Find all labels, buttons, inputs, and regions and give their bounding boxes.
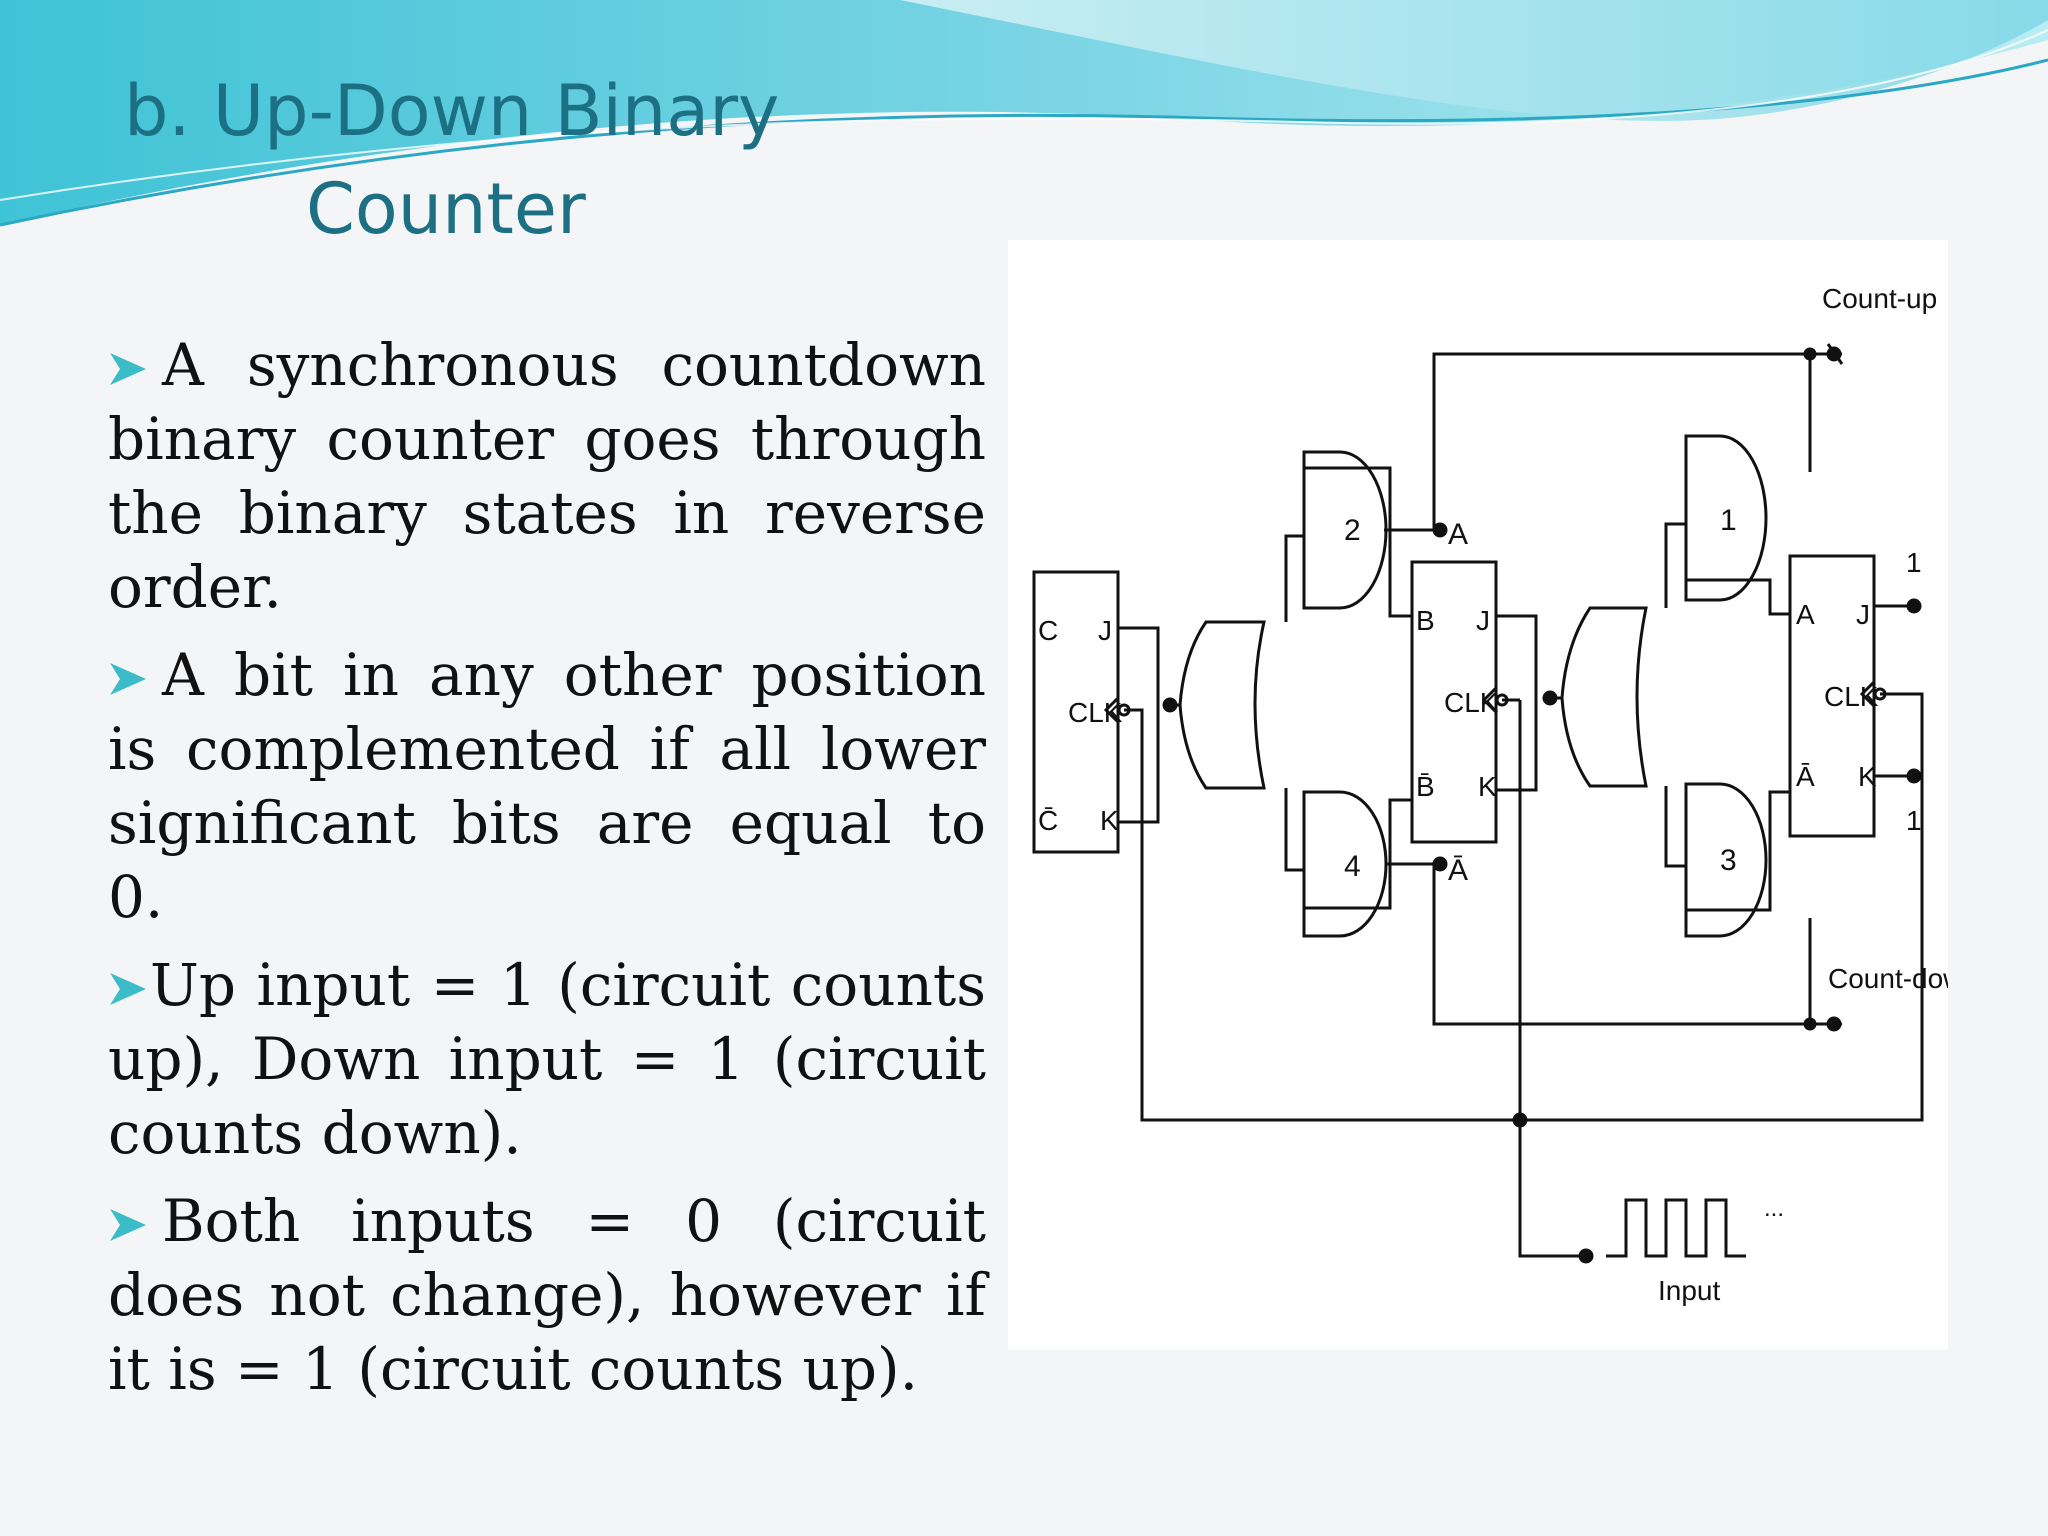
gate-2-label: 2 — [1344, 514, 1361, 547]
bullet-text: A bit in any other position is complemen… — [108, 641, 986, 931]
and-gate-2 — [1302, 450, 1388, 610]
bullet-item: Up input = 1 (circuit counts up), Down i… — [108, 948, 986, 1170]
ff-b-k-label: K — [1478, 771, 1497, 802]
bullet-item: Both inputs = 0 (circuit does not change… — [108, 1184, 986, 1406]
or-gate-left — [1178, 620, 1266, 790]
bullet-list: A synchronous countdown binary counter g… — [108, 328, 986, 1420]
and-gate-1 — [1684, 434, 1768, 602]
clock-bus — [1124, 692, 1924, 1122]
bullet-text: Both inputs = 0 (circuit does not change… — [108, 1187, 986, 1403]
count-down-wire — [1432, 862, 1842, 1026]
bullet-text: Up input = 1 (circuit counts up), Down i… — [108, 951, 986, 1167]
ff-a-k-high-label: 1 — [1906, 805, 1922, 836]
flip-flop-c: C J CLK C̄ K — [1032, 570, 1131, 854]
gate-1-label: 1 — [1720, 504, 1737, 537]
ff-c-cbar-label: C̄ — [1038, 805, 1058, 836]
ff-a-j-label: J — [1856, 599, 1870, 630]
bullet-item: A synchronous countdown binary counter g… — [108, 328, 986, 624]
ff-c-c-label: C — [1038, 615, 1058, 646]
ff-c-j-label: J — [1098, 615, 1112, 646]
arrow-bullet-icon — [110, 1209, 146, 1241]
ff-a-k-label: K — [1858, 761, 1877, 792]
bullet-item: A bit in any other position is complemen… — [108, 638, 986, 934]
ff-a-a-label: A — [1796, 599, 1815, 630]
ff-b-j-label: J — [1476, 605, 1490, 636]
arrow-bullet-icon — [110, 973, 146, 1005]
slide-title: b. Up-Down Binary Counter — [0, 62, 880, 258]
gate-3-label: 3 — [1720, 844, 1737, 877]
count-up-label: Count-up — [1822, 283, 1937, 314]
up-down-counter-diagram: C J CLK C̄ K B J CLK B̄ K A J CLK Ā K — [1008, 240, 1948, 1350]
output-abar-label: Ā — [1448, 854, 1468, 887]
arrow-bullet-icon — [110, 663, 146, 695]
ff-b-clk-label: CLK — [1444, 687, 1499, 718]
ff-a-abar-label: Ā — [1796, 761, 1815, 792]
ff-b-b-label: B — [1416, 605, 1435, 636]
header-wave-decoration — [0, 0, 2048, 227]
slide-title-line1: b. Up-Down Binary — [124, 70, 780, 152]
count-up-wire — [1432, 352, 1842, 530]
output-a-label: A — [1448, 518, 1468, 551]
bullet-text: A synchronous countdown binary counter g… — [108, 331, 986, 621]
slide-title-line2: Counter — [306, 168, 586, 250]
count-down-label: Count-down — [1828, 963, 1948, 994]
input-pulse-icon — [1606, 1198, 1746, 1258]
and-gate-4 — [1302, 790, 1388, 938]
ellipsis-label: ... — [1764, 1195, 1784, 1222]
arrow-bullet-icon — [110, 353, 146, 385]
gate-4-label: 4 — [1344, 850, 1361, 883]
flip-flop-a: A J CLK Ā K — [1788, 554, 1887, 838]
ff-a-j-high-label: 1 — [1906, 547, 1922, 578]
flip-flop-b: B J CLK B̄ K — [1410, 560, 1509, 844]
ff-b-bbar-label: B̄ — [1416, 771, 1435, 802]
input-label: Input — [1658, 1275, 1720, 1306]
or-gate-right — [1560, 606, 1648, 788]
ff-c-k-label: K — [1100, 805, 1119, 836]
and-gate-3 — [1684, 782, 1768, 938]
